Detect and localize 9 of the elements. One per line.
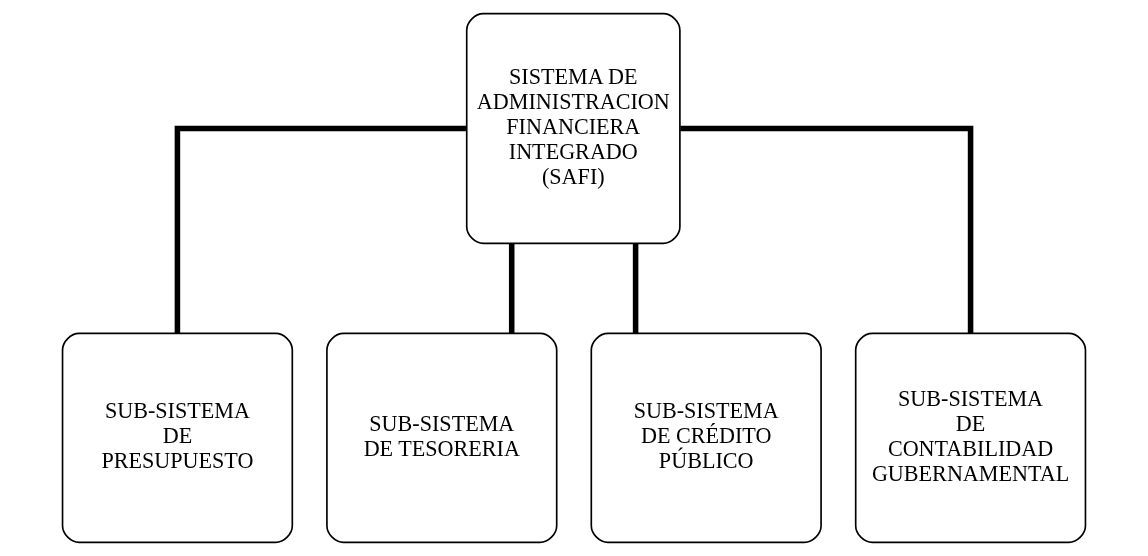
connector bbox=[632, 243, 639, 334]
connector bbox=[680, 125, 974, 334]
node-box: SUB-SISTEMA DE CONTABILIDAD GUBERNAMENTAL bbox=[854, 332, 1087, 544]
node-box: SUB-SISTEMA DE PRESUPUESTO bbox=[61, 332, 294, 544]
node-box: SUB-SISTEMA DE CRÉDITO PÚBLICO bbox=[590, 332, 822, 544]
connector bbox=[174, 125, 467, 334]
node-box: SUB-SISTEMA DE TESORERIA bbox=[326, 332, 558, 544]
connector bbox=[508, 243, 515, 334]
node-box: SISTEMA DE ADMINISTRACION FINANCIERA INTEGRADO (SAFI) bbox=[465, 12, 681, 245]
